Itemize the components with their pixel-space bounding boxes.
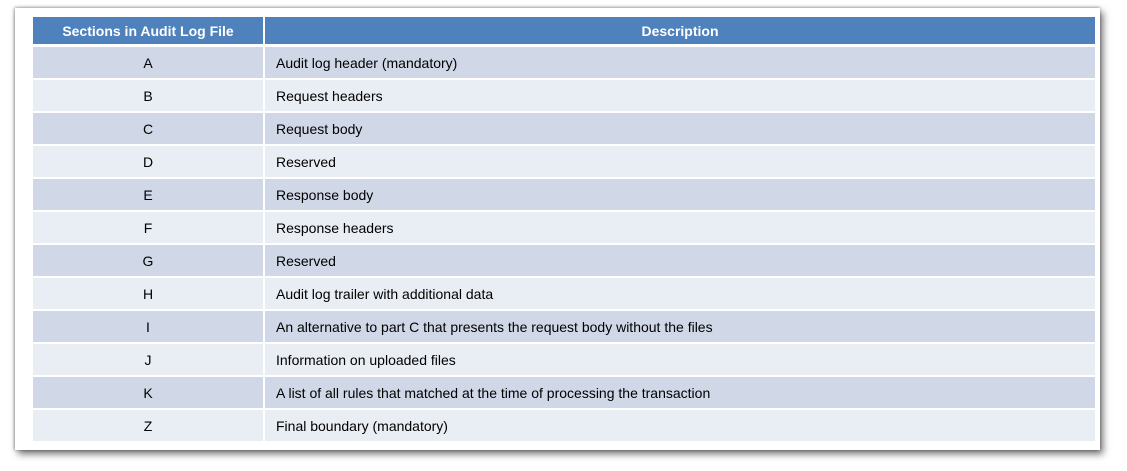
table-row: E Response body bbox=[33, 179, 1095, 212]
header-description: Description bbox=[263, 17, 1095, 47]
section-cell: Z bbox=[33, 410, 263, 443]
table-row: J Information on uploaded files bbox=[33, 344, 1095, 377]
description-cell: Reserved bbox=[263, 245, 1095, 278]
table-row: Z Final boundary (mandatory) bbox=[33, 410, 1095, 443]
section-cell: C bbox=[33, 113, 263, 146]
description-cell: Request body bbox=[263, 113, 1095, 146]
section-cell: E bbox=[33, 179, 263, 212]
section-cell: A bbox=[33, 47, 263, 80]
description-cell: Information on uploaded files bbox=[263, 344, 1095, 377]
section-cell: I bbox=[33, 311, 263, 344]
section-cell: D bbox=[33, 146, 263, 179]
description-cell: Final boundary (mandatory) bbox=[263, 410, 1095, 443]
table-frame: Sections in Audit Log File Description A… bbox=[15, 8, 1100, 450]
table-row: D Reserved bbox=[33, 146, 1095, 179]
table-row: F Response headers bbox=[33, 212, 1095, 245]
header-sections: Sections in Audit Log File bbox=[33, 17, 263, 47]
section-cell: K bbox=[33, 377, 263, 410]
description-cell: Response headers bbox=[263, 212, 1095, 245]
section-cell: B bbox=[33, 80, 263, 113]
table-row: I An alternative to part C that presents… bbox=[33, 311, 1095, 344]
table-row: A Audit log header (mandatory) bbox=[33, 47, 1095, 80]
table-row: B Request headers bbox=[33, 80, 1095, 113]
table-row: C Request body bbox=[33, 113, 1095, 146]
section-cell: J bbox=[33, 344, 263, 377]
section-cell: H bbox=[33, 278, 263, 311]
description-cell: Response body bbox=[263, 179, 1095, 212]
section-cell: F bbox=[33, 212, 263, 245]
table-row: K A list of all rules that matched at th… bbox=[33, 377, 1095, 410]
description-cell: Request headers bbox=[263, 80, 1095, 113]
table-row: H Audit log trailer with additional data bbox=[33, 278, 1095, 311]
description-cell: A list of all rules that matched at the … bbox=[263, 377, 1095, 410]
table-row: G Reserved bbox=[33, 245, 1095, 278]
audit-log-sections-table: Sections in Audit Log File Description A… bbox=[33, 17, 1095, 443]
description-cell: Audit log trailer with additional data bbox=[263, 278, 1095, 311]
section-cell: G bbox=[33, 245, 263, 278]
description-cell: Audit log header (mandatory) bbox=[263, 47, 1095, 80]
description-cell: Reserved bbox=[263, 146, 1095, 179]
description-cell: An alternative to part C that presents t… bbox=[263, 311, 1095, 344]
table-header-row: Sections in Audit Log File Description bbox=[33, 17, 1095, 47]
